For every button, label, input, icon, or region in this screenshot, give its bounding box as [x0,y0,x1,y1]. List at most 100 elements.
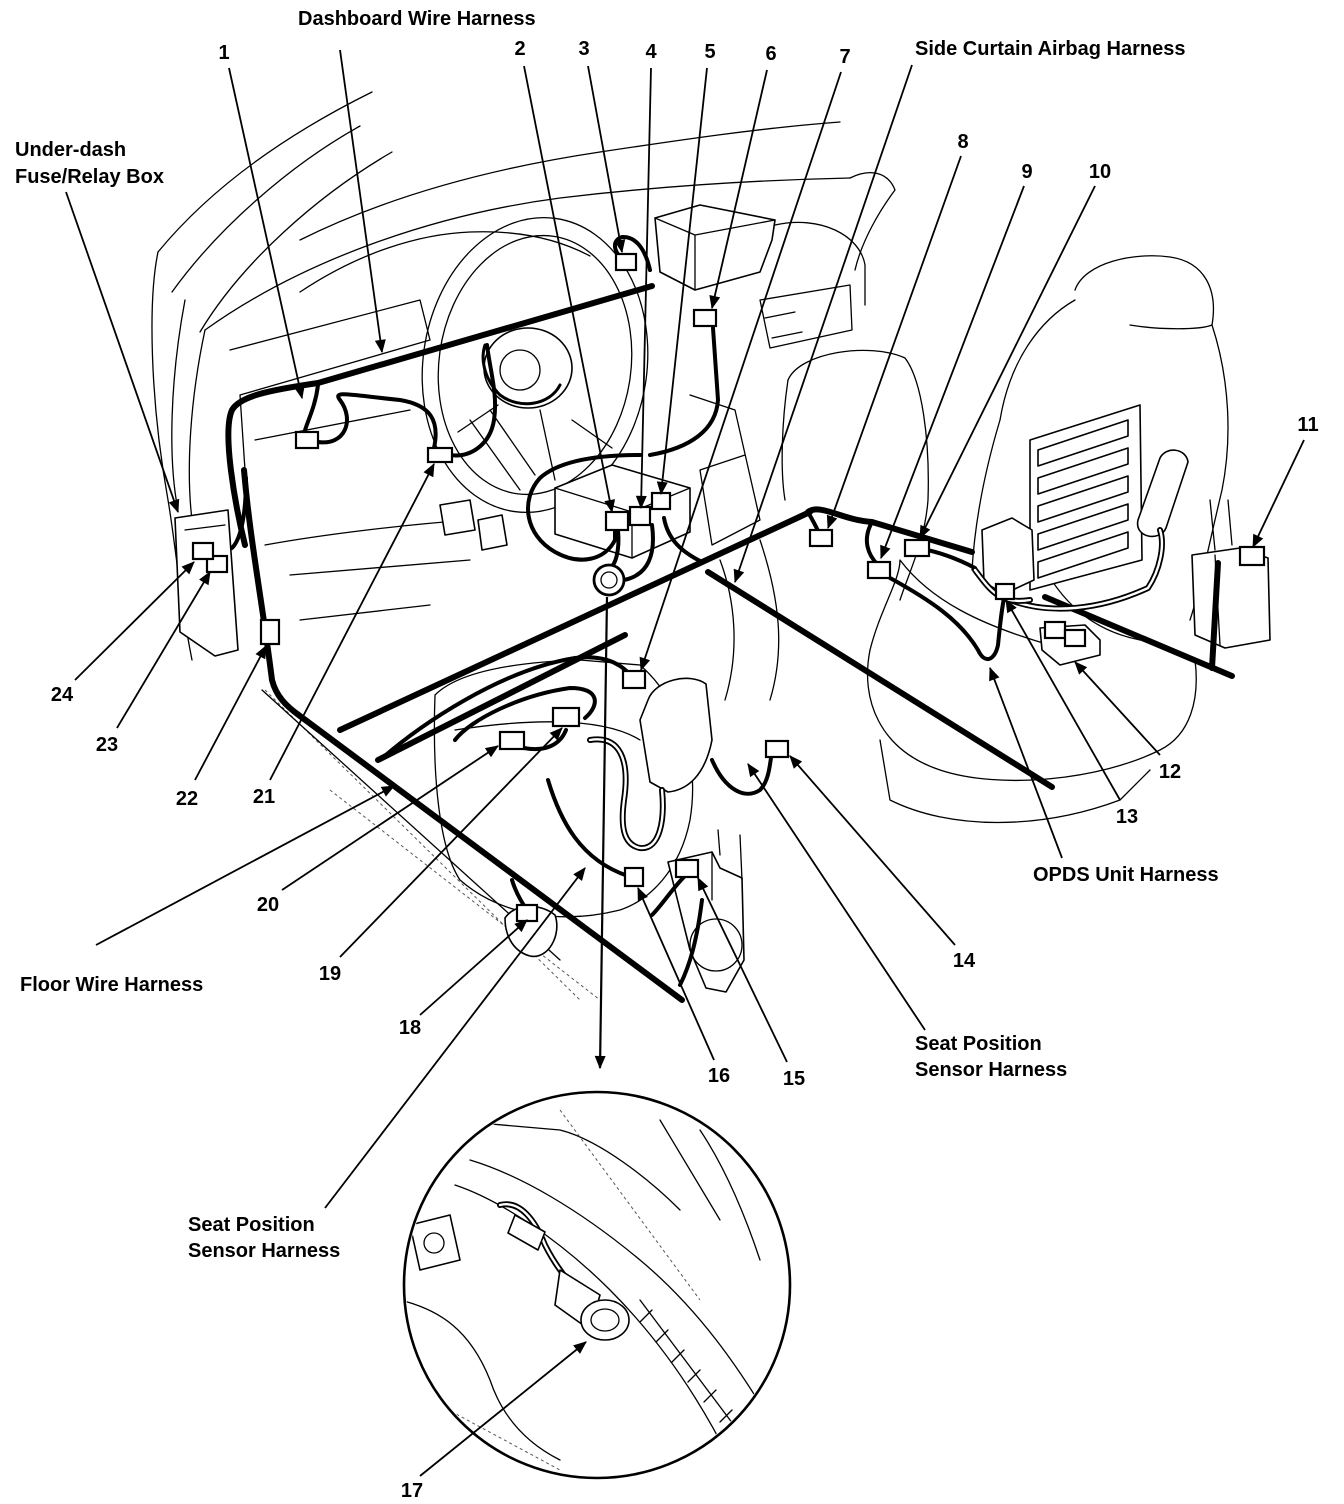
callout-4: 4 [645,41,657,63]
driver-seatback-edge [719,539,780,701]
leader-line-18 [419,919,528,1016]
leader-line-24 [74,561,195,681]
door-frame-line [188,329,206,521]
label-seat-position-left-line2: Sensor Harness [188,1240,340,1262]
srs-unit-right-wire [662,516,704,564]
leader-line-13 [1005,599,1121,801]
callout-21: 21 [253,786,275,808]
connector-5 [650,491,672,511]
callout-5: 5 [704,41,715,63]
callout-2: 2 [514,38,525,60]
connectors [191,252,1266,923]
connector-7 [621,669,647,690]
instrument-hood [299,231,591,293]
callout-3: 3 [578,38,589,60]
dashboard-right-end [849,172,896,271]
ground-bolt-inner [600,571,618,589]
connector-4 [628,505,652,527]
srs-unit-left-loop [526,453,642,562]
opds-sensor-strip [1037,447,1129,495]
leader-line-2 [523,65,616,514]
driver-airbag-hub [483,327,573,409]
wire-to-connector-9 [864,520,880,567]
inset-rail-ridges [639,1299,761,1461]
accelerator-pedal [477,514,508,551]
inset-seat-rail [469,1159,771,1421]
leader-line-23 [116,571,211,729]
connector-24 [191,541,215,561]
passenger-seat-base [879,739,1151,824]
wire-to-connector-20 [522,728,568,751]
passenger-seat-cushion [866,649,1197,782]
callout-22: 22 [176,788,198,810]
connector-10 [903,538,931,558]
leader-line-4 [635,67,652,510]
callout-20: 20 [257,894,279,916]
inset-circle [402,1090,792,1480]
side-airbag-module [1137,449,1189,538]
driver-seatback [787,349,929,601]
inset-connector [507,1214,546,1251]
label-seat-position-right-line1: Seat Position [915,1033,1042,1055]
connector-6 [692,308,718,328]
seat-belt-strap [711,829,743,901]
callout-16: 16 [708,1065,730,1087]
label-under-dash-line2: Fuse/Relay Box [15,166,164,188]
callout-14: 14 [953,950,976,972]
opds-unit [981,517,1035,595]
leader-line-side-curtain-airbag-harness [733,64,913,584]
floor-wire-harness [241,467,685,1003]
windshield-pillar-line [157,91,373,253]
wire-to-connector-16 [546,778,630,878]
fuse-box-branch [230,476,248,550]
leader-line-seat-position-sensor-harness-right [747,763,926,1031]
inset-mount-bracket [409,1214,461,1271]
left-dash-panel [229,299,431,471]
steering-column [469,409,536,491]
dash-vent [764,311,803,339]
inset-floor-edge [406,1299,561,1461]
callout-17: 17 [401,1480,423,1502]
seat-position-sensor-harness-core [588,738,664,850]
leader-line-1 [228,67,305,400]
windshield-base-line [599,121,841,153]
wire-to-connector-19 [453,686,597,742]
dashboard-wire-harness [225,283,655,548]
callout-19: 19 [319,963,341,985]
label-opds-unit-harness: OPDS Unit Harness [1033,864,1219,886]
leader-line-7 [639,71,842,672]
passenger-airbag-module-edge [654,217,776,291]
connector-22 [259,618,281,646]
floor-line [299,604,431,621]
callout-11: 11 [1297,414,1318,436]
inset-seat-edge [444,1119,681,1211]
clock-spring-wire [481,343,562,406]
windshield-pillar-line [199,151,393,333]
connector-13 [994,582,1016,601]
inset-pillar-line [659,1119,761,1261]
passenger-airbag-module [654,204,776,291]
opds-unit-harness [888,576,1007,661]
callout-10: 10 [1089,161,1111,183]
windshield-pillar-line [171,125,361,293]
leader-line-11 [1252,439,1305,548]
connector-9 [866,560,892,580]
floor-sill-line [329,789,601,1001]
under-dash-edge [254,409,411,441]
callout-6: 6 [765,43,776,65]
connector-2 [604,510,630,532]
passenger-headrest [1074,255,1215,330]
connector-21 [426,446,454,464]
floor-wire-harness-cross [337,509,813,733]
b-pillar-line [1209,499,1233,551]
callout-13: 13 [1116,806,1138,828]
harness-labels: Dashboard Wire Harness Side Curtain Airb… [15,8,1219,1262]
leader-line-9 [880,185,1025,560]
connector-8 [808,528,834,548]
callout-24: 24 [51,684,74,706]
side-curtain-airbag-harness [705,569,1055,790]
inset-detail [402,1090,792,1480]
leader-lines [65,49,1305,1477]
leader-line-floor-wire-harness [95,785,395,946]
